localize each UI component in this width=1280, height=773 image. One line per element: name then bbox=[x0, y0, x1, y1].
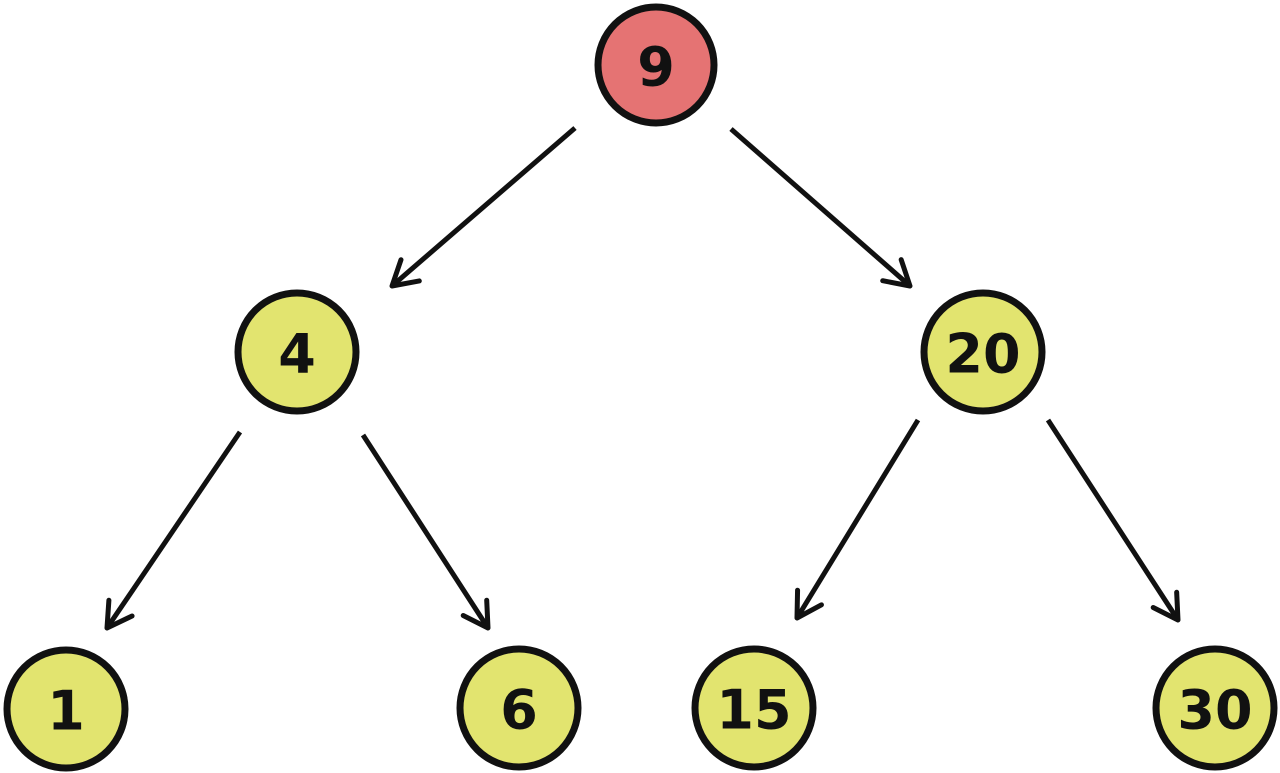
node-label-left-left: 1 bbox=[47, 680, 85, 743]
edge-root-to-left bbox=[389, 126, 577, 289]
node-circle-right bbox=[920, 289, 1046, 415]
node-circle-left bbox=[234, 289, 360, 415]
edge-left-to-leftleft bbox=[104, 430, 243, 631]
node-label-left: 4 bbox=[278, 323, 316, 386]
tree-node-right: 20 bbox=[920, 289, 1046, 415]
tree-node-right-left: 15 bbox=[691, 645, 817, 771]
node-label-left-right: 6 bbox=[500, 679, 538, 742]
node-label-right-left: 15 bbox=[716, 679, 791, 742]
edge-root-to-right bbox=[729, 127, 913, 289]
tree-node-right-right: 30 bbox=[1152, 645, 1278, 771]
tree-node-left: 4 bbox=[234, 289, 360, 415]
edge-left-to-leftright bbox=[360, 433, 491, 631]
node-circle-right-right bbox=[1152, 645, 1278, 771]
tree-node-root: 9 bbox=[594, 3, 718, 127]
node-circle-right-left bbox=[691, 645, 817, 771]
tree-node-left-right: 6 bbox=[456, 645, 582, 771]
node-label-root: 9 bbox=[637, 36, 675, 99]
edge-right-to-rightright bbox=[1045, 418, 1181, 623]
node-circle-root bbox=[594, 3, 718, 127]
node-label-right: 20 bbox=[945, 323, 1020, 386]
tree-edges bbox=[104, 126, 1181, 631]
node-label-right-right: 30 bbox=[1177, 679, 1252, 742]
node-circle-left-left bbox=[3, 646, 129, 772]
edge-right-to-rightleft bbox=[794, 418, 921, 621]
tree-node-left-left: 1 bbox=[3, 646, 129, 772]
node-circle-left-right bbox=[456, 645, 582, 771]
